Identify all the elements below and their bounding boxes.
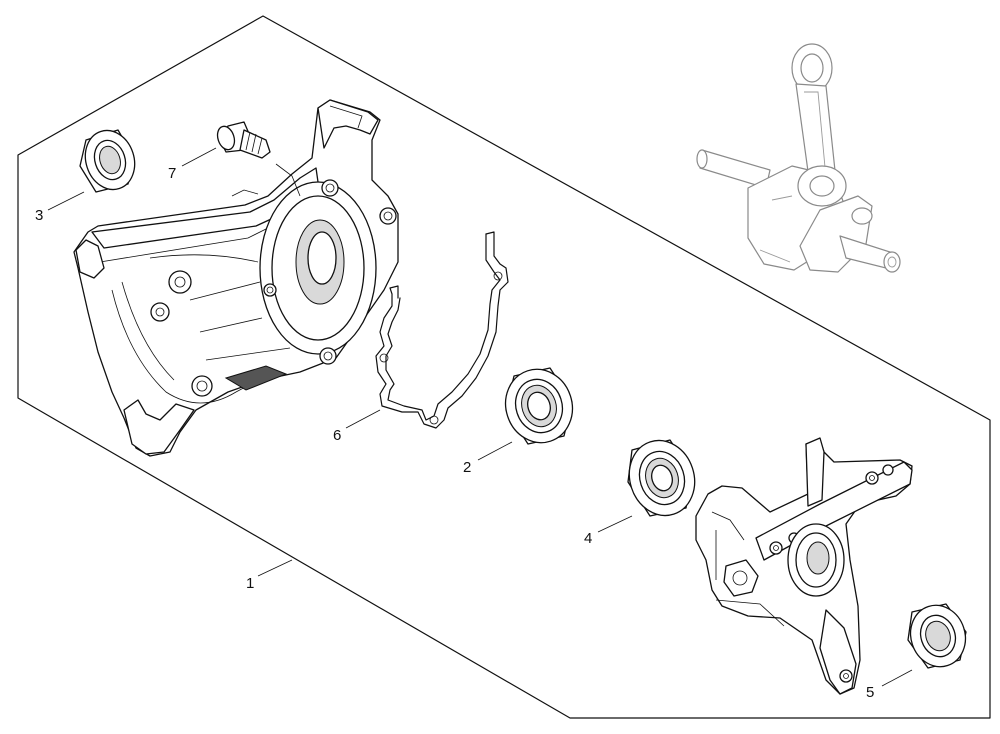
right-crankcase-half (695, 437, 913, 695)
left-crankcase-half (73, 99, 399, 457)
callout-1: 1 (246, 575, 254, 592)
leader-7 (181, 147, 217, 167)
gasket-6 (375, 231, 509, 429)
callout-4: 4 (584, 530, 592, 547)
leader-3 (47, 191, 85, 211)
callout-7: 7 (168, 165, 176, 182)
callout-leaders (47, 147, 913, 687)
leader-1 (257, 559, 293, 577)
leader-4 (597, 515, 633, 533)
bearing-3 (79, 129, 136, 193)
bearing-2 (504, 367, 574, 445)
callout-2: 2 (463, 459, 471, 476)
leader-5 (881, 669, 913, 687)
assembly-boundary (17, 15, 991, 719)
callout-5: 5 (866, 684, 874, 701)
leader-2 (477, 441, 513, 461)
bearing-4 (627, 439, 696, 517)
leader-6 (345, 409, 381, 429)
bearing-5 (907, 603, 967, 669)
callout-3: 3 (35, 207, 43, 224)
crankshaft-reference (696, 43, 901, 273)
callout-labels: 1 2 3 4 5 6 7 (35, 165, 874, 701)
screw-7 (216, 121, 271, 159)
callout-6: 6 (333, 427, 341, 444)
